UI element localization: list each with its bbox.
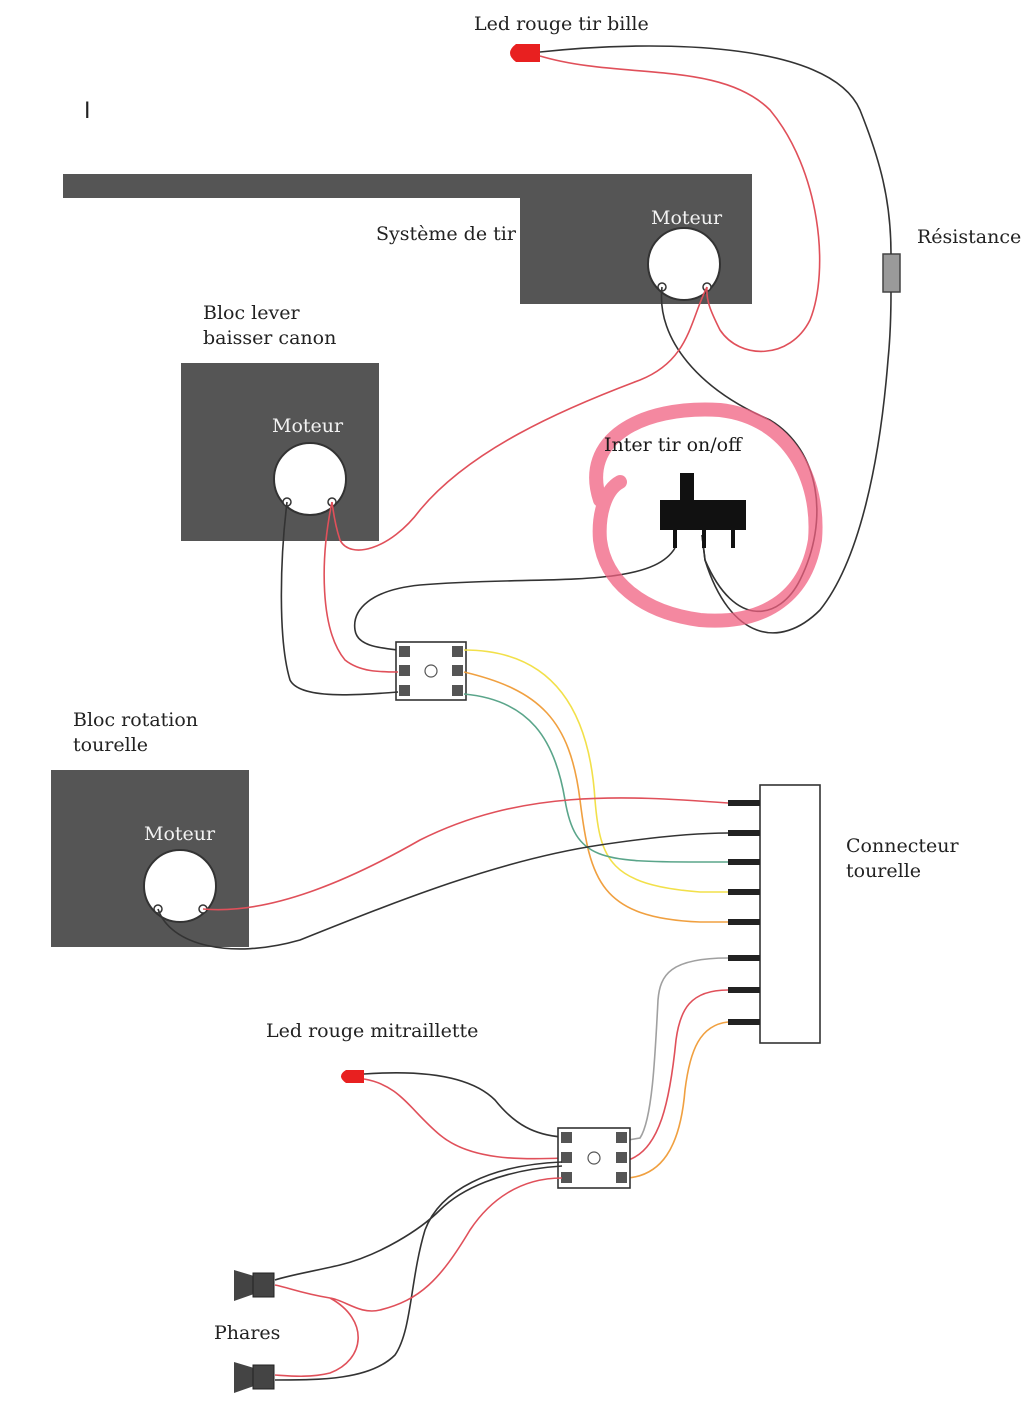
resistance	[882, 253, 901, 293]
moteur-rotation-circle	[143, 849, 217, 923]
relais-1-pin	[452, 646, 463, 657]
connecteur-pin	[728, 830, 760, 836]
inter-highlight-circle	[589, 402, 823, 628]
wire-conn-gray	[627, 957, 729, 1141]
label-bloc-lever-1: Bloc lever	[203, 302, 300, 324]
label-resistance: Résistance	[917, 226, 1022, 248]
relais-2-pin	[616, 1172, 627, 1183]
relais-1-pin	[452, 665, 463, 676]
wire-relais-yellow	[463, 649, 728, 893]
wire-led-mit-red	[363, 1078, 563, 1160]
wire-conn-orange	[627, 1021, 729, 1179]
bloc-lever-block	[181, 363, 379, 541]
label-connecteur-2: tourelle	[846, 860, 922, 882]
moteur-tir-circle	[647, 227, 721, 301]
phare-bottom-body	[252, 1364, 275, 1390]
wire-led-resistance	[539, 45, 892, 255]
relais-2-pin	[561, 1172, 572, 1183]
connecteur-pin	[728, 800, 760, 806]
moteur-rotation-label: Moteur	[144, 823, 216, 845]
relais-1-center	[424, 664, 438, 678]
systeme-tir-block	[520, 174, 752, 304]
label-bloc-lever-2: baisser canon	[203, 327, 337, 349]
led-tir-bille	[510, 44, 540, 62]
led-mitraillette	[341, 1070, 364, 1083]
wire-phares-black-2	[274, 1165, 563, 1281]
wire-relais-orange	[463, 671, 728, 923]
wire-phares-black-1	[274, 1161, 563, 1381]
cannon-barrel	[63, 174, 533, 198]
wire-relais-green	[463, 693, 728, 863]
label-connecteur-1: Connecteur	[846, 835, 959, 857]
wire-led-mit-black	[363, 1072, 563, 1138]
bloc-rotation-block	[51, 770, 249, 947]
relais-2-center	[587, 1151, 601, 1165]
moteur-tir-label: Moteur	[651, 207, 723, 229]
phare-top-body	[252, 1272, 275, 1298]
wire-lever-red	[323, 501, 399, 673]
relais-1-pin	[452, 685, 463, 696]
wire-resistance-inter	[701, 291, 892, 634]
relais-2-pin	[561, 1132, 572, 1143]
connecteur-tourelle	[759, 784, 821, 1044]
inter-tir-body	[660, 500, 746, 530]
phare-bottom-lens	[234, 1362, 254, 1393]
connecteur-pin	[728, 1019, 760, 1025]
connecteur-pin	[728, 859, 760, 865]
wire-moteur-tir-red	[331, 286, 708, 551]
connecteur-pin	[728, 889, 760, 895]
connecteur-pin	[728, 955, 760, 961]
wire-inter-relais	[353, 547, 676, 651]
wire-conn-red	[627, 989, 729, 1161]
inter-tir-pin-1	[673, 530, 677, 548]
inter-tir-pin-2	[702, 530, 706, 548]
connecteur-pin	[728, 987, 760, 993]
phare-top-lens	[234, 1270, 254, 1301]
moteur-lever-label: Moteur	[272, 415, 344, 437]
label-inter-tir: Inter tir on/off	[604, 434, 742, 456]
moteur-lever-circle	[273, 442, 347, 516]
wire-rotation-red	[202, 797, 729, 911]
relais-2-pin	[561, 1152, 572, 1163]
label-cursor: I	[84, 99, 91, 124]
label-led-tir: Led rouge tir bille	[474, 13, 649, 35]
wire-lever-black	[280, 501, 399, 696]
inter-tir-actuator	[680, 473, 694, 503]
label-bloc-rotation-2: tourelle	[73, 734, 149, 756]
connecteur-pin	[728, 919, 760, 925]
wire-led-moteur-tir	[539, 55, 821, 353]
label-phares: Phares	[214, 1322, 281, 1344]
relais-1-pin	[399, 685, 410, 696]
relais-1-pin	[399, 665, 410, 676]
label-led-mitraillette: Led rouge mitraillette	[266, 1020, 479, 1042]
label-bloc-rotation-1: Bloc rotation	[73, 709, 199, 731]
wire-rotation-black	[157, 832, 729, 950]
inter-tir-pin-3	[731, 530, 735, 548]
label-systeme-tir: Système de tir	[376, 223, 516, 245]
relais-1-pin	[399, 646, 410, 657]
wire-phares-red	[274, 1177, 563, 1378]
relais-2-pin	[616, 1132, 627, 1143]
relais-2-pin	[616, 1152, 627, 1163]
